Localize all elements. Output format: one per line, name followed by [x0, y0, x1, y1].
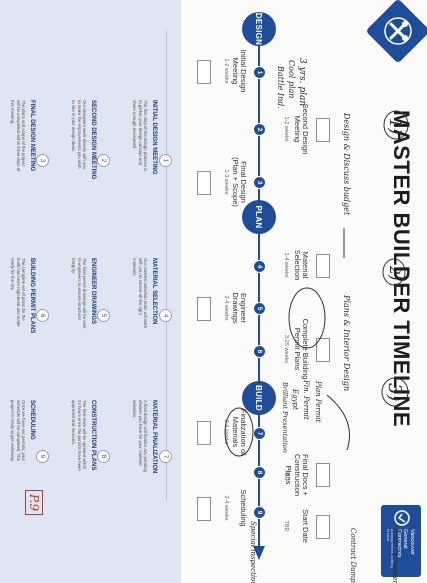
brand-logo-icon: [394, 510, 410, 526]
timeline-arrow-icon: [253, 546, 265, 560]
tools-icon: [384, 17, 412, 45]
brand-block: Vancouver General Contractors Building H…: [381, 505, 421, 577]
